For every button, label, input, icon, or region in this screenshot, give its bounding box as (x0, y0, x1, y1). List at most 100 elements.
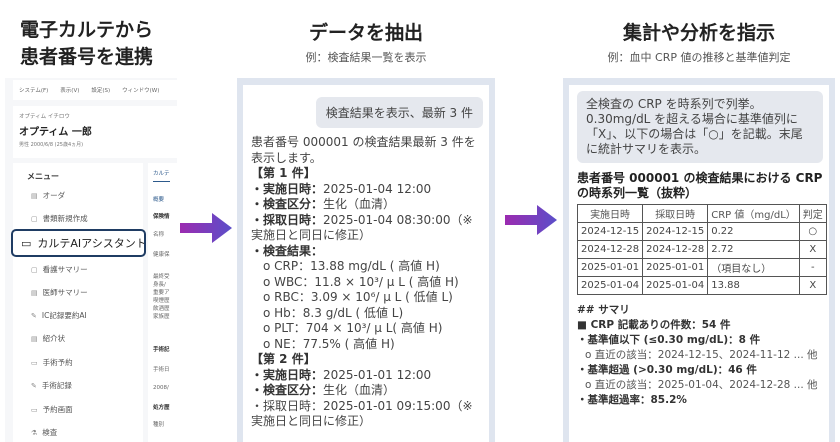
field-label: ・検査結果： (251, 243, 324, 258)
table-title: 患者番号 000001 の検査結果における CRP の時系列一覧（抜粋） (577, 171, 823, 200)
patient-header: オプティム イチロウ オプティム 一郎 男性 2000/6/8 (25歳4ヵ月) (13, 106, 177, 158)
step3-subtitle: 例：血中 CRP 値の推移と基準値判定 (607, 51, 791, 64)
step1-title-line2: 患者番号を連携 (20, 46, 154, 68)
flask-icon: ⚗ (31, 429, 38, 437)
result-item: o CRP：13.88 mg/dL ( 高値 H) (263, 259, 440, 273)
result-item: o RBC：3.09 × 10⁶/ μ L ( 低値 L) (263, 290, 453, 304)
field-label: ・実施日時： (251, 181, 324, 196)
result-list: o CRP：13.88 mg/dL ( 高値 H) o WBC：11.8 × 1… (251, 259, 483, 352)
emr-menubar: システム(F) 表示(V) 設定(S) ウィンドウ(W) (13, 80, 177, 100)
field-label: 飲酒歴 (153, 306, 170, 312)
surgery-heading: 手術記 (153, 347, 170, 353)
record2-heading: 【第 2 件】 (251, 352, 316, 366)
cell: 2025-01-01 (642, 258, 709, 277)
result-item: o Hb：8.3 g/dL ( 低値 L) (263, 305, 404, 320)
step3-title: 集計や分析を指示 (622, 22, 775, 44)
step2-header: データを抽出 例：検査結果一覧を表示 (237, 20, 495, 65)
emr-sidebar-menu: メニュー ▤オーダ ▢書類新規作成 ▭カルテAIアシスタント ▢看護サマリー ▤… (11, 163, 146, 442)
table-header-row: 実施日時 採取日時 CRP 値（mg/dL） 判定 (576, 204, 827, 223)
sidebar-item-appointments[interactable]: ▭ 予約画面 (31, 405, 73, 415)
sidebar-item-karte-ai-assistant[interactable]: ▭カルテAIアシスタント (11, 229, 146, 257)
chat-panel-analysis: 全検査の CRP を時系列で列挙。0.30mg/dL を超える場合に基準値列に「… (563, 78, 835, 442)
step1-title-line1: 電子カルテから (20, 19, 154, 41)
cell: 2024-12-28 (576, 240, 644, 259)
prescription-heading: 処方歴 (153, 405, 170, 411)
field-label: 家族歴 (153, 314, 170, 320)
calendar-icon: ▭ (31, 359, 38, 367)
column-header: 採取日時 (642, 204, 709, 223)
menu-window[interactable]: ウィンドウ(W) (122, 88, 160, 94)
sidebar-item-exam[interactable]: ⚗ 検査 (31, 428, 57, 438)
field-value: 生化（血清） (323, 197, 396, 211)
summary-line: ・基準超過率：85.2% (577, 394, 687, 406)
field-value: 生化（血清） (323, 383, 396, 397)
chat-flow: 全検査の CRP を時系列で列挙。0.30mg/dL を超える場合に基準値列に「… (576, 91, 827, 408)
record1-heading: 【第 1 件】 (251, 166, 316, 180)
chat-panel-extract: 検査結果を表示、最新 3 件 患者番号 000001 の検査結果最新 3 件を表… (237, 78, 495, 442)
cell: 2024-12-28 (642, 240, 709, 259)
sidebar-item-label: 予約画面 (42, 405, 73, 414)
menu-view[interactable]: 表示(V) (60, 88, 80, 94)
step1-title: 電子カルテから 患者番号を連携 (20, 17, 153, 71)
column-header: 判定 (798, 204, 827, 223)
field-value: 2008/ (153, 385, 169, 391)
sidebar-item-ic-summary-ai[interactable]: ✎IC記録要約AI (31, 311, 87, 321)
result-item: o PLT：704 × 10³/ μ L( 高値 H) (263, 321, 443, 335)
arrow-right-icon (505, 205, 557, 235)
summary-detail: o 直近の該当：2025-01-04、2024-12-28 ... 他 (585, 379, 818, 391)
user-message: 検査結果を表示、最新 3 件 (315, 97, 483, 128)
column-header: 実施日時 (576, 204, 644, 223)
clipboard-icon: ▤ (31, 192, 38, 200)
sidebar-item-referral-letter[interactable]: ▤紹介状 (31, 334, 65, 344)
sidebar-item-label: 手術予約 (42, 358, 73, 367)
menu-settings[interactable]: 設定(S) (91, 88, 111, 94)
sidebar-item-label: オーダ (42, 191, 66, 200)
field-label: ・採取日時： (251, 212, 324, 227)
menu-system[interactable]: システム(F) (19, 88, 49, 94)
sidebar-item-doctor-summary[interactable]: ▤医師サマリー (31, 288, 88, 298)
document-icon: ▢ (31, 215, 38, 223)
summary-line: ・基準値以下 (≤0.30 mg/dL)：8 件 (577, 334, 761, 346)
chat-card: 全検査の CRP を時系列で列挙。0.30mg/dL を超える場合に基準値列に「… (569, 85, 829, 442)
file-icon: ▢ (31, 266, 38, 274)
patient-info: 男性 2000/6/8 (25歳4ヵ月) (19, 142, 84, 148)
sidebar-item-order[interactable]: ▤ オーダ (31, 191, 65, 201)
patient-name: オプティム 一郎 (19, 127, 92, 138)
sidebar-item-label: 検査 (42, 428, 58, 437)
field-label: 最終受 (153, 274, 170, 280)
edit-document-icon: ✎ (31, 312, 37, 320)
letter-icon: ▤ (31, 335, 38, 343)
field-label: ・実施日時： (251, 367, 324, 382)
field-label: 身長/ (153, 282, 166, 288)
sidebar-item-label: 書類新規作成 (42, 214, 88, 223)
calendar-icon: ▭ (31, 406, 38, 414)
patient-kana: オプティム イチロウ (19, 114, 70, 120)
tab-karte[interactable]: カルテ (153, 171, 170, 182)
sidebar-item-surgery-booking[interactable]: ▭ 手術予約 (31, 358, 73, 368)
summary-line: ・基準超過 (>0.30 mg/dL)：46 件 (577, 364, 757, 376)
column-header: CRP 値（mg/dL） (707, 204, 800, 223)
cell: X (798, 240, 827, 259)
cell: ○ (798, 222, 827, 241)
summary: ## サマリ ■ CRP 記載ありの件数：54 件 ・基準値以下 (≤0.30 … (577, 303, 823, 408)
cell: 2.72 (707, 240, 800, 259)
field-value: 2025-01-01 12:00 (323, 367, 432, 382)
cell: 2024-12-15 (642, 222, 709, 241)
chat-flow: 検査結果を表示、最新 3 件 患者番号 000001 の検査結果最新 3 件を表… (251, 93, 483, 430)
tab-overview[interactable]: 概要 (153, 197, 165, 203)
field-value: 2025-01-04 08:30:00（※実施日と同日に修正） (251, 212, 473, 243)
user-message: 全検査の CRP を時系列で列挙。0.30mg/dL を超える場合に基準値列に「… (577, 91, 823, 163)
summary-heading: ## サマリ (577, 304, 630, 316)
step2-title: データを抽出 (308, 22, 423, 44)
field-label: ・検査区分： (251, 197, 324, 211)
sidebar-item-surgery-record[interactable]: ✎手術記録 (31, 381, 72, 391)
cell: 13.88 (707, 276, 800, 295)
step2-subtitle: 例：検査結果一覧を表示 (305, 51, 427, 64)
sidebar-item-new-document[interactable]: ▢ 書類新規作成 (31, 214, 88, 224)
insurance-heading: 保険情 (153, 214, 170, 220)
sidebar-item-nursing-summary[interactable]: ▢看護サマリー (31, 265, 88, 275)
